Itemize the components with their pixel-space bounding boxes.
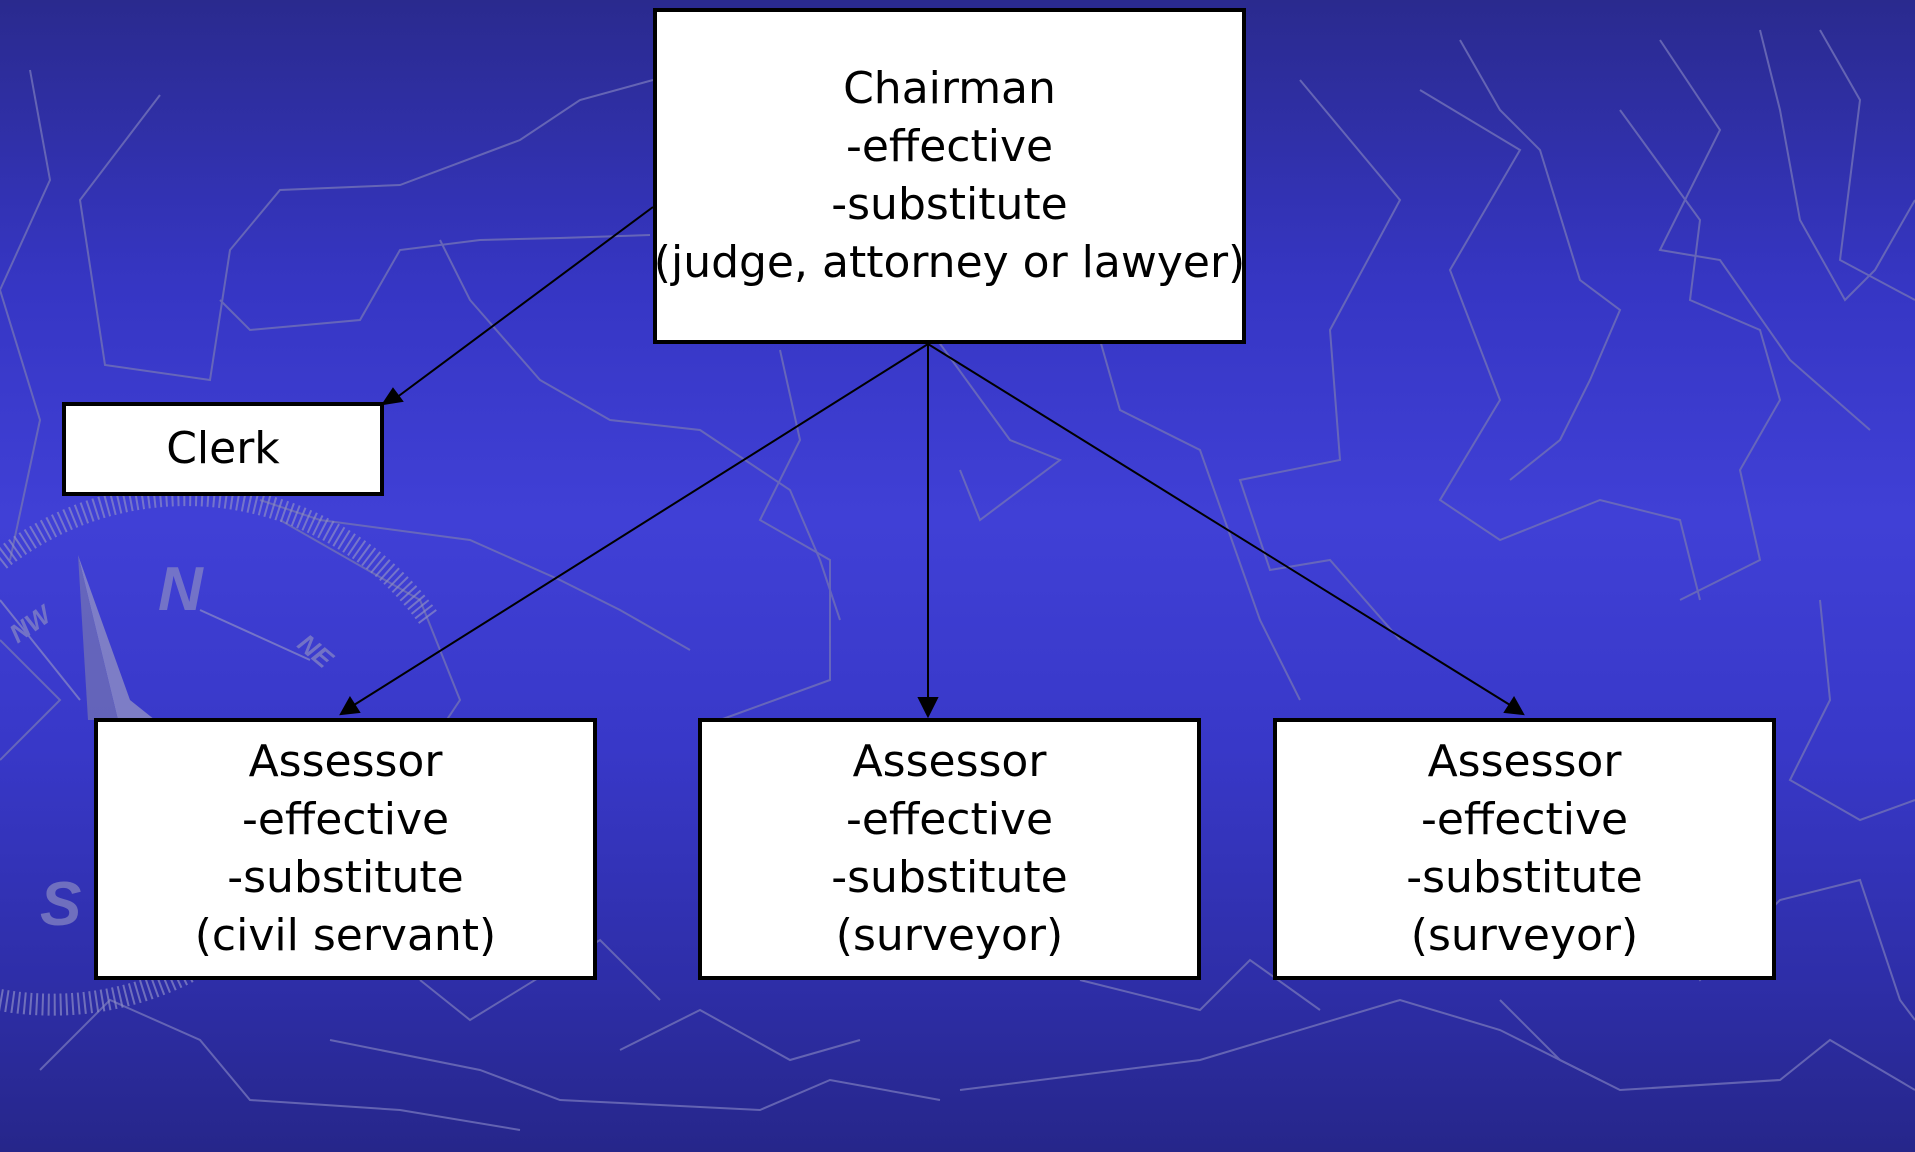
assessor-line-effective: -effective bbox=[241, 794, 450, 845]
assessor-line-effective: -effective bbox=[1420, 794, 1629, 845]
contour-line bbox=[619, 1008, 861, 1062]
assessor-line-qualification: (surveyor) bbox=[1410, 910, 1639, 961]
assessor-title: Assessor bbox=[1427, 736, 1622, 787]
connectors bbox=[339, 206, 1525, 719]
compass-letter-n: N bbox=[158, 555, 204, 624]
contour-line bbox=[959, 998, 1601, 1091]
compass-letter-s: S bbox=[40, 870, 81, 939]
contour-line bbox=[1788, 599, 1915, 822]
assessor-line-effective: -effective bbox=[845, 794, 1054, 845]
contour-line bbox=[1099, 339, 1301, 701]
assessor-box-2: Assessor -effective -substitute (surveyo… bbox=[698, 718, 1201, 980]
arrowhead bbox=[380, 387, 404, 406]
connector-chairman-to-assessor-1 bbox=[353, 343, 929, 706]
assessor-title: Assessor bbox=[852, 736, 1047, 787]
contour-line bbox=[1419, 89, 1701, 601]
chairman-box: Chairman -effective -substitute (judge, … bbox=[653, 8, 1246, 344]
contour-line bbox=[219, 234, 651, 332]
contour-line bbox=[439, 239, 841, 621]
contour-line bbox=[1238, 79, 1402, 641]
contour-line bbox=[1499, 999, 1915, 1092]
contour-line bbox=[78, 79, 654, 382]
contour-line bbox=[39, 998, 521, 1131]
connector-chairman-to-clerk bbox=[395, 206, 654, 399]
chairman-line-qualification: (judge, attorney or lawyer) bbox=[653, 237, 1246, 288]
contour-line bbox=[329, 1039, 941, 1112]
clerk-box: Clerk bbox=[62, 402, 384, 496]
assessor-line-qualification: (civil servant) bbox=[194, 910, 497, 961]
connector-chairman-to-assessor-3 bbox=[927, 343, 1511, 706]
assessor-line-substitute: -substitute bbox=[831, 852, 1068, 903]
contour-line bbox=[1459, 39, 1622, 481]
compass-letter-nw: NW bbox=[4, 598, 59, 649]
chairman-line-effective: -effective bbox=[845, 121, 1054, 172]
assessor-box-3: Assessor -effective -substitute (surveyo… bbox=[1273, 718, 1776, 980]
contour-line bbox=[929, 329, 1063, 522]
contour-line bbox=[259, 499, 691, 651]
contour-line bbox=[419, 938, 661, 1022]
compass-letter-ne: NE bbox=[292, 628, 339, 675]
contour-line bbox=[1819, 29, 1915, 301]
contour-line bbox=[1759, 29, 1915, 302]
contour-line bbox=[0, 69, 52, 561]
contour-line bbox=[1619, 109, 1782, 601]
chairman-title: Chairman bbox=[843, 63, 1056, 114]
arrowhead bbox=[1503, 696, 1525, 716]
arrowhead bbox=[339, 696, 361, 716]
contour-line bbox=[1658, 39, 1871, 431]
chairman-line-substitute: -substitute bbox=[831, 179, 1068, 230]
assessor-title: Assessor bbox=[248, 736, 443, 787]
assessor-line-qualification: (surveyor) bbox=[835, 910, 1064, 961]
contour-line bbox=[1079, 958, 1321, 1012]
contour-line bbox=[719, 349, 831, 721]
arrowhead bbox=[917, 697, 939, 719]
contour-line bbox=[0, 639, 62, 761]
clerk-title: Clerk bbox=[166, 423, 280, 474]
assessor-line-substitute: -substitute bbox=[227, 852, 464, 903]
assessor-box-1: Assessor -effective -substitute (civil s… bbox=[94, 718, 597, 980]
assessor-line-substitute: -substitute bbox=[1406, 852, 1643, 903]
